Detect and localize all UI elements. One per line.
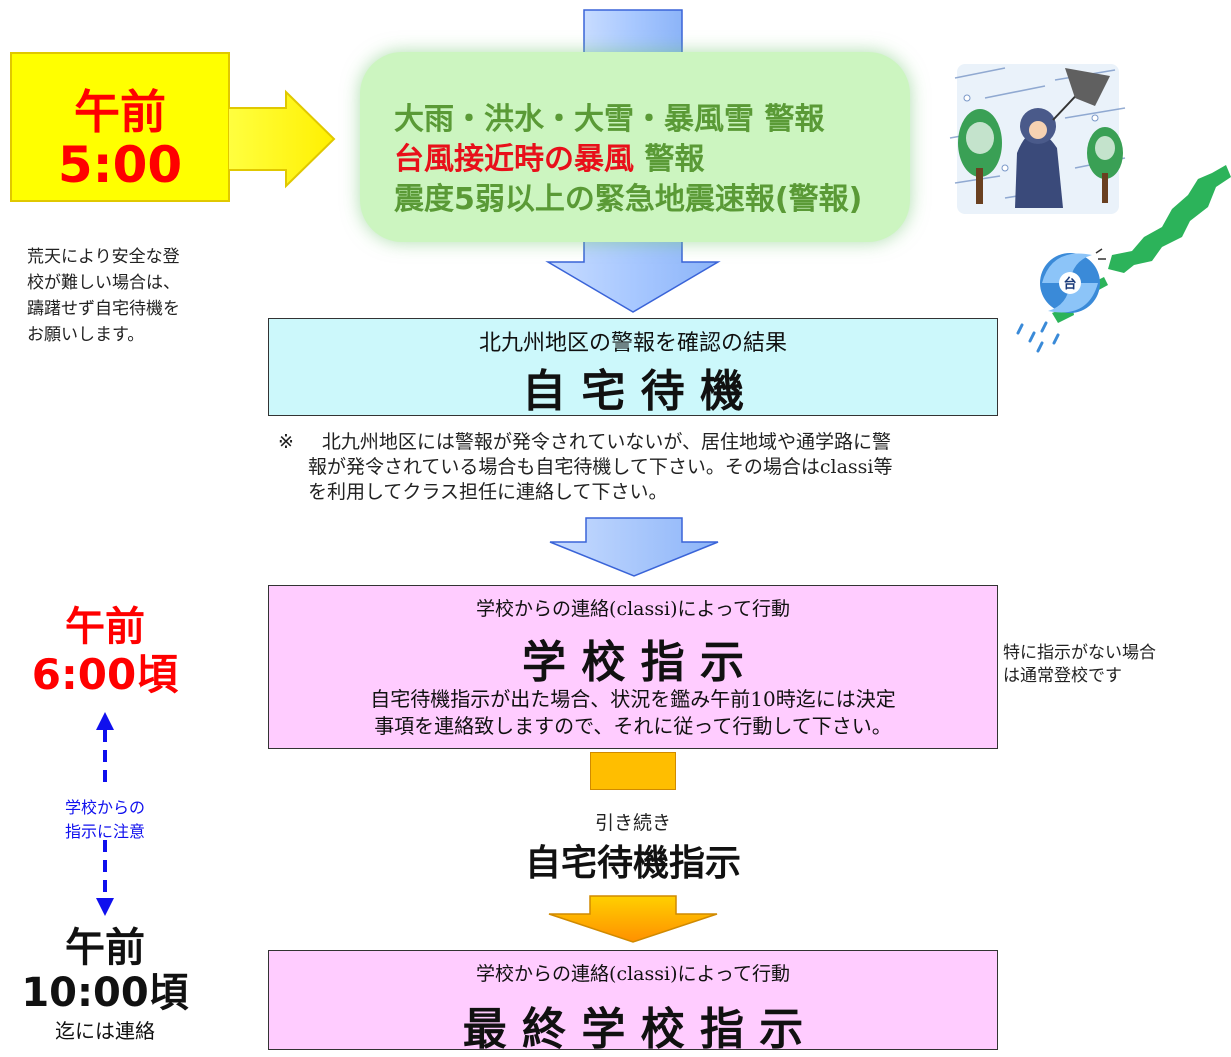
- left-note-line: お願いします。: [27, 325, 145, 345]
- final-instruction-title: 最 終 学 校 指 示: [462, 1004, 804, 1055]
- left-note-line: 荒天により安全な登: [27, 247, 180, 267]
- home-wait-note-line: を利用してクラス担任に連絡して下さい。: [308, 481, 668, 503]
- home-wait-note-text: 北九州地区には警報が発令されていないが、居住地域や通学路に警: [321, 431, 891, 453]
- time-10am-value: 10:00頃: [21, 970, 189, 1016]
- storm-person-icon: [949, 64, 1126, 214]
- home-wait-title: 自 宅 待 機: [522, 366, 744, 417]
- home-wait-note: ※ 北九州地区には警報が発令されていないが、居住地域や通学路に警 報が発令されてい…: [278, 430, 893, 505]
- right-note-line: は通常登校です: [1003, 666, 1122, 686]
- home-wait-note-line: 報が発令されている場合も自宅待機して下さい。その場合はclassi等: [308, 456, 893, 478]
- home-wait-note-line: ※ 北九州地区には警報が発令されていないが、居住地域や通学路に警: [278, 430, 893, 455]
- down-arrow-2: [549, 517, 719, 577]
- time-6am-label: 午前: [65, 604, 145, 650]
- school-instruction-body-line: 自宅待機指示が出た場合、状況を鑑み午前10時迄には決定: [370, 687, 896, 711]
- attention-dashed-arrow: [96, 712, 114, 916]
- home-wait-box: 北九州地区の警報を確認の結果 自 宅 待 機: [268, 318, 998, 417]
- time-10am: 午前 10:00頃: [0, 926, 210, 1016]
- orange-connector: [590, 752, 676, 790]
- warning-line-typhoon: 台風接近時の暴風 警報: [394, 134, 704, 178]
- time-10am-label: 午前: [65, 925, 145, 971]
- continue-home-wait-label: 自宅待機指示: [524, 843, 741, 884]
- attention-note-line: 学校からの: [64, 798, 145, 817]
- final-instruction-box: 学校からの連絡(classi)によって行動 最 終 学 校 指 示: [268, 950, 998, 1055]
- warning-line-earthquake: 震度5弱以上の緊急地震速報(警報): [394, 182, 863, 217]
- school-instruction-box: 学校からの連絡(classi)によって行動 学 校 指 示 自宅待機指示が出た場…: [268, 585, 998, 749]
- school-instruction-body-line: 事項を連絡致しますので、それに従って行動して下さい。: [374, 714, 892, 738]
- right-note: 特に指示がない場合 は通常登校です: [1003, 642, 1156, 688]
- warning-conditions-box: 大雨・洪水・大雪・暴風雪 警報 台風接近時の暴風 警報 震度5弱以上の緊急地震速…: [360, 52, 910, 242]
- attention-note: 学校からの 指示に注意: [30, 796, 180, 844]
- typhoon-label: 台: [1063, 276, 1076, 292]
- school-instruction-title: 学 校 指 示: [522, 637, 744, 688]
- time-5am-value: 5:00: [57, 136, 183, 194]
- left-note-line: 躊躇せず自宅待機を: [27, 299, 180, 319]
- time-5am-label: 午前: [74, 85, 166, 139]
- typhoon-warning-emphasis: 台風接近時の暴風: [394, 142, 634, 177]
- school-instruction-subtitle: 学校からの連絡(classi)によって行動: [476, 598, 790, 620]
- final-instruction-subtitle: 学校からの連絡(classi)によって行動: [476, 963, 790, 985]
- right-note-line: 特に指示がない場合: [1003, 643, 1156, 663]
- top-flow-arrow: [545, 9, 721, 313]
- note-mark: ※: [278, 431, 294, 453]
- left-note: 荒天により安全な登 校が難しい場合は、 躊躇せず自宅待機を お願いします。: [27, 244, 180, 348]
- time-6am-value: 6:00頃: [31, 650, 179, 699]
- warning-line-weather: 大雨・洪水・大雪・暴風雪 警報: [394, 102, 825, 137]
- time-5am-box: 午前 5:00: [10, 52, 230, 202]
- typhoon-warning-suffix: 警報: [634, 142, 705, 177]
- attention-note-line: 指示に注意: [64, 822, 145, 841]
- typhoon-japan-map-icon: 台: [1016, 165, 1231, 353]
- school-instruction-body: 自宅待機指示が出た場合、状況を鑑み午前10時迄には決定 事項を連絡致しますので、…: [269, 686, 997, 740]
- continue-small-label: 引き続き: [594, 812, 671, 834]
- yellow-right-arrow: [228, 89, 336, 189]
- home-wait-subtitle: 北九州地区の警報を確認の結果: [478, 331, 787, 356]
- left-note-line: 校が難しい場合は、: [27, 273, 180, 293]
- time-6am: 午前 6:00頃: [0, 604, 210, 700]
- time-10am-note: 迄には連絡: [55, 1019, 155, 1043]
- orange-down-arrow: [548, 895, 718, 943]
